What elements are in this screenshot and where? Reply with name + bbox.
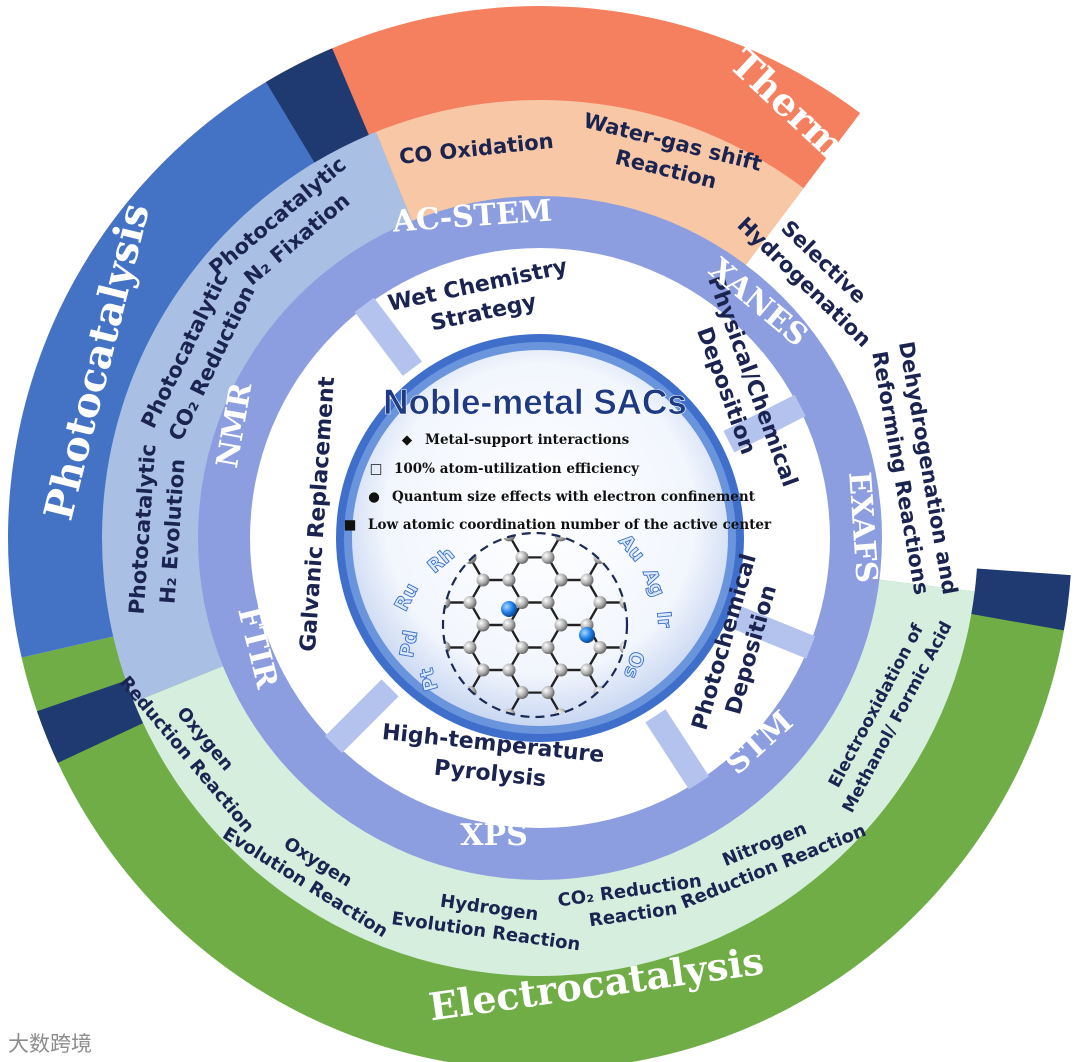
feature-text: 100% atom-utilization efficiency (394, 461, 640, 477)
carbon-atom (580, 573, 594, 587)
electrocatalysis-inner-band (133, 579, 975, 976)
characterization-label: EXAFS (841, 471, 884, 584)
thermocatalysis-inner-band (375, 99, 804, 267)
metal-label: Ir (652, 610, 675, 629)
electrocatalysis-outer-sector (21, 579, 1069, 1062)
carbon-atom (502, 618, 516, 632)
method-divider (354, 297, 422, 376)
carbon-atom (476, 618, 490, 632)
carbon-atom (554, 573, 568, 587)
category-rings (7, 6, 1071, 1062)
carbon-atom (554, 618, 568, 632)
synthesis-methods-area (325, 297, 816, 790)
photocatalysis-inner-band (101, 131, 413, 703)
carbon-atom (593, 641, 607, 655)
feature-bullet-icon: ◆ (402, 432, 413, 448)
characterization-label: XPS (460, 818, 528, 853)
carbon-atom (541, 595, 555, 609)
carbon-atom (463, 595, 477, 609)
metal-atom (501, 601, 517, 617)
carbon-atom (463, 641, 477, 655)
feature-bullet-icon: □ (370, 461, 383, 477)
method-divider (723, 394, 806, 453)
method-divider (325, 679, 399, 753)
carbon-atom (515, 550, 529, 564)
feature-text: Metal-support interactions (425, 432, 630, 448)
feature-text: Low atomic coordination number of the ac… (368, 517, 772, 533)
metal-label: Pd (396, 628, 422, 659)
carbon-atom (515, 595, 529, 609)
carbon-atom (541, 550, 555, 564)
method-divider (732, 606, 816, 659)
feature-bullet-icon: ● (368, 489, 380, 505)
divider-accent (971, 568, 1071, 631)
carbon-atom (502, 573, 516, 587)
watermark: 大数跨境 (8, 1032, 92, 1056)
lattice-boundary (441, 531, 629, 719)
carbon-atom (502, 663, 516, 677)
center-title: Noble-metal SACs (383, 383, 686, 422)
feature-text: Quantum size effects with electron confi… (392, 489, 756, 505)
divider-accent (265, 48, 369, 163)
carbon-atom (541, 686, 555, 700)
carbon-atom (541, 641, 555, 655)
divider-accent (36, 680, 144, 763)
carbon-atom (580, 663, 594, 677)
carbon-atom (515, 641, 529, 655)
carbon-atom (554, 663, 568, 677)
method-divider (645, 709, 710, 790)
carbon-atom (593, 595, 607, 609)
feature-bullet-icon: ■ (344, 517, 357, 533)
carbon-atom (476, 573, 490, 587)
carbon-atom (476, 663, 490, 677)
center-disk (336, 334, 744, 742)
metal-atom (579, 627, 595, 643)
center-inner-disk (352, 350, 728, 726)
carbon-atom (515, 686, 529, 700)
